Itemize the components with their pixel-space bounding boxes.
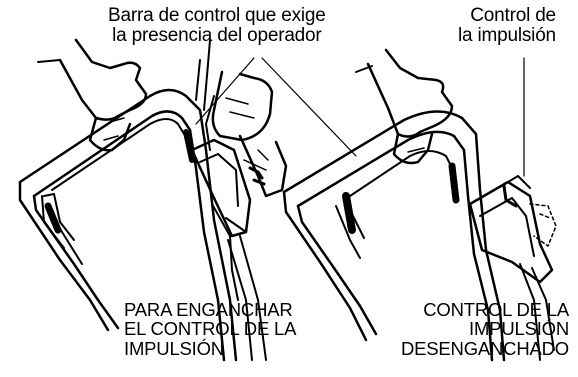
callout-line: Control de <box>470 5 556 26</box>
engage-caption: PARA ENGANCHAR EL CONTROL DE LA IMPULSIÓ… <box>124 299 297 359</box>
caption-line: CONTROL DE LA <box>423 299 569 320</box>
left-handle <box>18 38 288 362</box>
callout-line: Barra de control que exige <box>108 5 326 26</box>
right-handle <box>282 48 557 362</box>
caption-line: PARA ENGANCHAR <box>124 299 293 320</box>
leader-lines <box>195 57 525 177</box>
caption-line: EL CONTROL DE LA <box>124 318 297 340</box>
callout-line: la presencia del operador <box>112 24 322 46</box>
operator-bar-callout: Barra de control que exige la presencia … <box>108 6 326 46</box>
caption-line: IMPULSIÓN <box>124 337 224 359</box>
callout-line: la impulsión <box>458 24 556 46</box>
caption-line: IMPULSIÓN <box>469 318 569 340</box>
drive-control-callout: Control de la impulsión <box>458 6 556 46</box>
disengaged-caption: CONTROL DE LA IMPULSIÓN DESENGANCHADO <box>376 299 569 359</box>
caption-line: DESENGANCHADO <box>400 337 569 359</box>
